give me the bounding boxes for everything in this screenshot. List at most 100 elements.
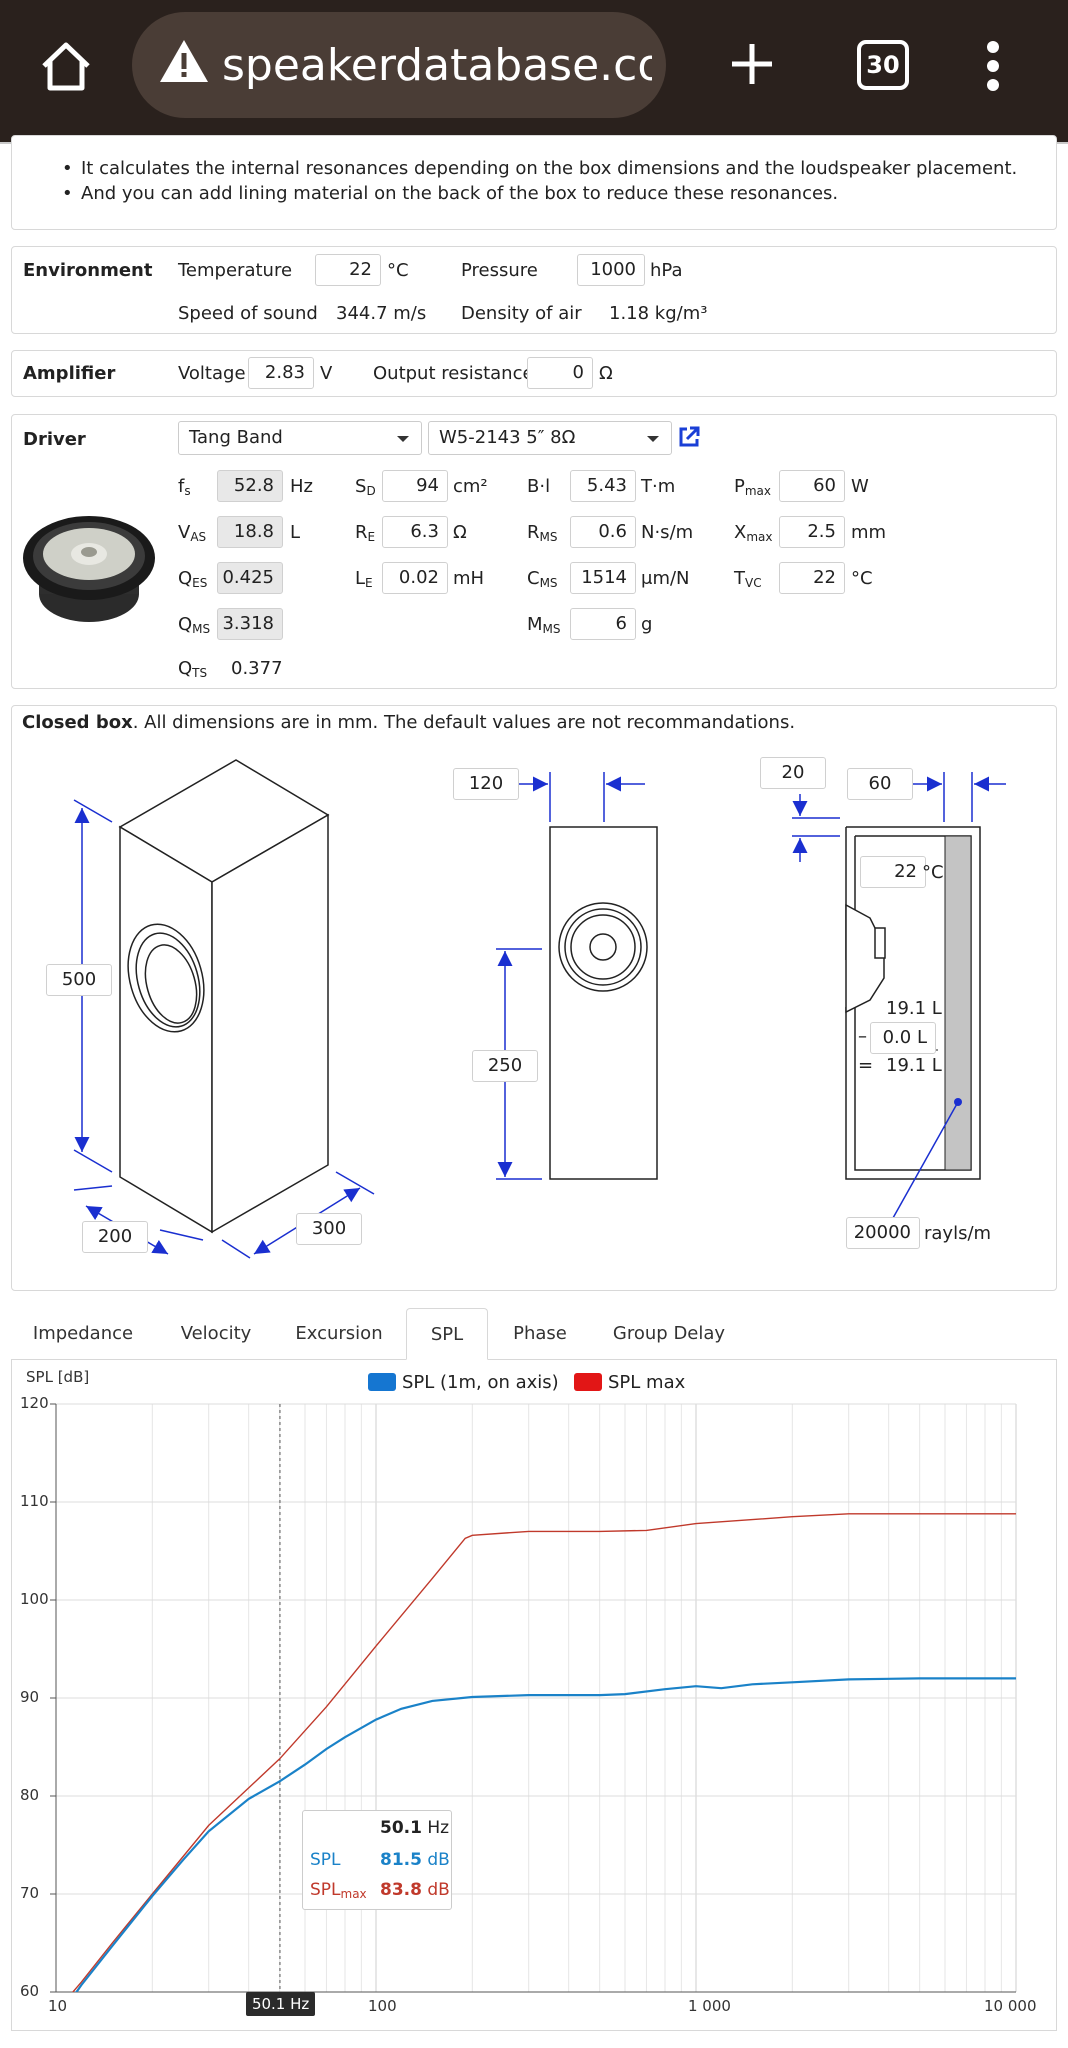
more-menu-icon[interactable]: [980, 40, 1006, 92]
rms-input[interactable]: 0.6: [570, 516, 636, 548]
url-text[interactable]: speakerdatabase.com: [222, 40, 652, 91]
y-tick-label: 110: [20, 1492, 49, 1510]
tab-divider: [11, 1359, 406, 1360]
x-tick-label: 10 000: [984, 1997, 1037, 2015]
tvc-unit: °C: [851, 568, 873, 589]
fs-unit: Hz: [290, 476, 313, 497]
equals-sign: =: [858, 1055, 874, 1076]
cms-input[interactable]: 1514: [570, 562, 636, 594]
box-description: . All dimensions are in mm. The default …: [132, 712, 796, 733]
qes-label: QES: [178, 568, 208, 590]
tooltip-splmax-base: SPL: [310, 1880, 341, 1900]
warning-icon[interactable]: [158, 38, 210, 84]
y-axis-label: SPL [dB]: [26, 1368, 90, 1386]
mms-input[interactable]: 6: [570, 608, 636, 640]
tooltip-splmax-sub: max: [340, 1887, 367, 1901]
url-bar[interactable]: [132, 12, 666, 118]
bl-unit: T·m: [641, 476, 676, 497]
tab-spl[interactable]: SPL: [406, 1308, 488, 1360]
le-input[interactable]: 0.02: [382, 562, 448, 594]
bl-label: B·l: [527, 476, 551, 497]
legend-swatch-splmax[interactable]: [574, 1373, 602, 1391]
xmax-unit: mm: [851, 522, 887, 543]
driver-height-input[interactable]: 250: [472, 1050, 538, 1082]
bullet-dot: •: [62, 183, 73, 204]
y-tick-label: 60: [20, 1982, 40, 2000]
tooltip-splmax-unit: dB: [427, 1880, 450, 1900]
rms-label: RMS: [527, 522, 558, 544]
new-tab-icon[interactable]: [728, 40, 776, 88]
environment-panel: [11, 246, 1057, 334]
sd-input[interactable]: 94: [382, 470, 448, 502]
tvc-input[interactable]: 22: [779, 562, 845, 594]
lining-resistance-input[interactable]: 20000: [846, 1217, 920, 1249]
depth-input[interactable]: 300: [296, 1213, 362, 1245]
pressure-input[interactable]: 1000: [577, 254, 645, 286]
tab-velocity[interactable]: Velocity: [180, 1323, 252, 1344]
box-description-line: Closed box. All dimensions are in mm. Th…: [22, 712, 795, 733]
inner-temperature-input[interactable]: 22: [860, 856, 926, 888]
bullet-dot: •: [62, 158, 73, 179]
environment-title: Environment: [23, 260, 153, 281]
legend-label-splmax[interactable]: SPL max: [608, 1372, 686, 1393]
home-icon[interactable]: [38, 38, 94, 94]
tab-group-delay[interactable]: Group Delay: [612, 1323, 726, 1344]
tooltip-spl-name: SPL: [310, 1850, 341, 1870]
driver-offset-input[interactable]: 120: [453, 768, 519, 800]
qms-label: QMS: [178, 614, 211, 636]
chart-panel: [11, 1359, 1057, 2031]
pmax-input[interactable]: 60: [779, 470, 845, 502]
voltage-unit: V: [320, 363, 333, 384]
output-resistance-input[interactable]: 0: [527, 357, 593, 389]
lining-thickness-input[interactable]: 60: [847, 768, 913, 800]
tab-divider: [488, 1359, 1057, 1360]
xmax-input[interactable]: 2.5: [779, 516, 845, 548]
gross-volume: 19.1 L: [886, 998, 942, 1019]
tooltip-frequency: 50.1 Hz: [380, 1818, 449, 1838]
model-select[interactable]: W5-2143 5″ 8Ω: [428, 421, 672, 455]
cursor-x-label: 50.1 Hz: [245, 1992, 316, 2016]
pmax-unit: W: [851, 476, 869, 497]
cms-label: CMS: [527, 568, 558, 590]
vas-input[interactable]: 18.8: [217, 516, 283, 548]
fs-input[interactable]: 52.8: [217, 470, 283, 502]
temperature-unit: °C: [387, 260, 409, 281]
intro-panel: [11, 135, 1057, 230]
temperature-input[interactable]: 22: [315, 254, 381, 286]
tooltip-spl-value: 81.5: [380, 1850, 422, 1870]
re-label: RE: [355, 522, 376, 544]
intro-bullet-1: It calculates the internal resonances de…: [81, 158, 1018, 179]
density-value: 1.18 kg/m³: [609, 303, 708, 324]
y-tick-label: 100: [20, 1590, 49, 1608]
le-unit: mH: [453, 568, 485, 589]
amplifier-title: Amplifier: [23, 363, 116, 384]
fs-label: fs: [178, 476, 191, 498]
browser-toolbar: speakerdatabase.com 30: [0, 0, 1068, 142]
tab-impedance[interactable]: Impedance: [32, 1323, 134, 1344]
height-input[interactable]: 500: [46, 964, 112, 996]
temperature-label: Temperature: [178, 260, 293, 281]
tab-phase[interactable]: Phase: [513, 1323, 567, 1344]
tvc-label: TVC: [734, 568, 762, 590]
external-link-icon[interactable]: [678, 426, 700, 448]
legend-swatch-spl[interactable]: [368, 1373, 396, 1391]
y-tick-label: 90: [20, 1688, 40, 1706]
spl-chart[interactable]: [0, 1395, 1068, 2035]
re-input[interactable]: 6.3: [382, 516, 448, 548]
tab-excursion[interactable]: Excursion: [295, 1323, 383, 1344]
y-tick-label: 70: [20, 1884, 40, 1902]
legend-label-spl[interactable]: SPL (1m, on axis): [402, 1372, 559, 1393]
bl-input[interactable]: 5.43: [570, 470, 636, 502]
qes-input[interactable]: 0.425: [217, 562, 283, 594]
wall-thickness-input[interactable]: 20: [760, 757, 826, 789]
net-volume: 19.1 L: [886, 1055, 942, 1076]
driver-photo: [23, 516, 155, 622]
brand-select[interactable]: Tang Band: [178, 421, 422, 455]
y-tick-label: 120: [20, 1394, 49, 1412]
tab-switcher-button[interactable]: 30: [857, 40, 909, 90]
voltage-input[interactable]: 2.83: [248, 357, 314, 389]
width-input[interactable]: 200: [82, 1221, 148, 1253]
driver-volume-input[interactable]: 0.0 L: [870, 1022, 936, 1054]
output-resistance-unit: Ω: [599, 363, 613, 384]
qms-input[interactable]: 3.318: [217, 608, 283, 640]
